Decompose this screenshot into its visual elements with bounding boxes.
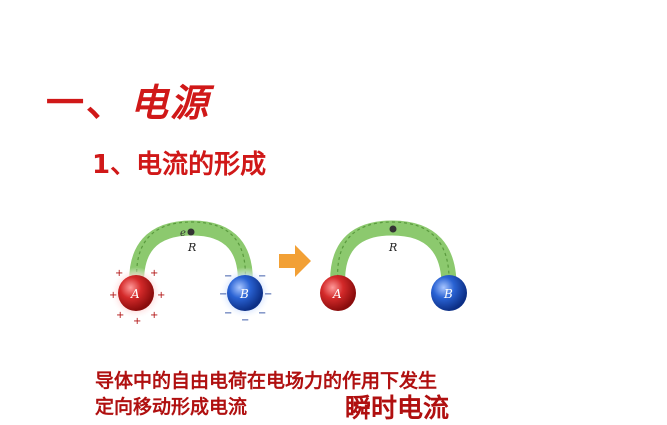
svg-text:+: + [150, 310, 158, 321]
conductor-arc-left [129, 220, 253, 298]
svg-text:+: + [115, 268, 123, 279]
sphere-a-label-left: A [130, 287, 140, 301]
heading-number: 一、 [46, 80, 127, 125]
sphere-b-label-right: B [443, 287, 453, 301]
conductor-dashes-left [136, 221, 246, 285]
sphere-a-right [320, 275, 356, 311]
svg-text:+: + [133, 316, 141, 327]
svg-text:−: − [258, 308, 266, 319]
negative-charges: −− −− −− − [219, 271, 272, 326]
conductor-arc-right [330, 220, 457, 298]
svg-text:−: − [224, 308, 232, 319]
sphere-b-right [431, 275, 467, 311]
svg-text:+: + [150, 268, 158, 279]
diagram-left: e R A ++ ++ ++ + B −− −− −− − [109, 220, 272, 327]
transition-arrow [279, 245, 311, 277]
svg-text:−: − [264, 289, 272, 300]
resistor-label-left: R [187, 241, 196, 254]
svg-text:+: + [157, 290, 165, 301]
svg-text:−: − [241, 315, 249, 326]
diagram-right: R A B [320, 220, 467, 311]
subsection-heading: 1、电流的形成 [92, 150, 267, 180]
caption-line-1: 导体中的自由电荷在电场力的作用下发生 [95, 370, 438, 392]
svg-text:+: + [109, 290, 117, 301]
section-heading: 一、电源 [46, 72, 210, 127]
sphere-b-left [227, 275, 263, 311]
caption-emphasis: 瞬时电流 [345, 394, 450, 424]
svg-text:−: − [258, 271, 266, 282]
svg-text:−: − [219, 289, 227, 300]
electron-left [187, 228, 195, 236]
electron-right [389, 225, 397, 233]
charge-label-left: e [180, 228, 186, 239]
caption-line-2: 定向移动形成电流 [95, 396, 248, 418]
positive-charges: + + + + + + + [109, 268, 165, 327]
conductor-dashes-right [337, 221, 450, 285]
svg-text:−: − [224, 271, 232, 282]
sphere-a-label-right: A [332, 287, 342, 301]
heading-title: 电源 [130, 80, 211, 125]
resistor-label-right: R [388, 241, 397, 254]
sphere-b-label-left: B [239, 287, 249, 301]
svg-text:+: + [116, 310, 124, 321]
sphere-a-left [118, 275, 154, 311]
current-formation-diagram: e R A ++ ++ ++ + B −− −− −− − R A B [109, 220, 467, 327]
